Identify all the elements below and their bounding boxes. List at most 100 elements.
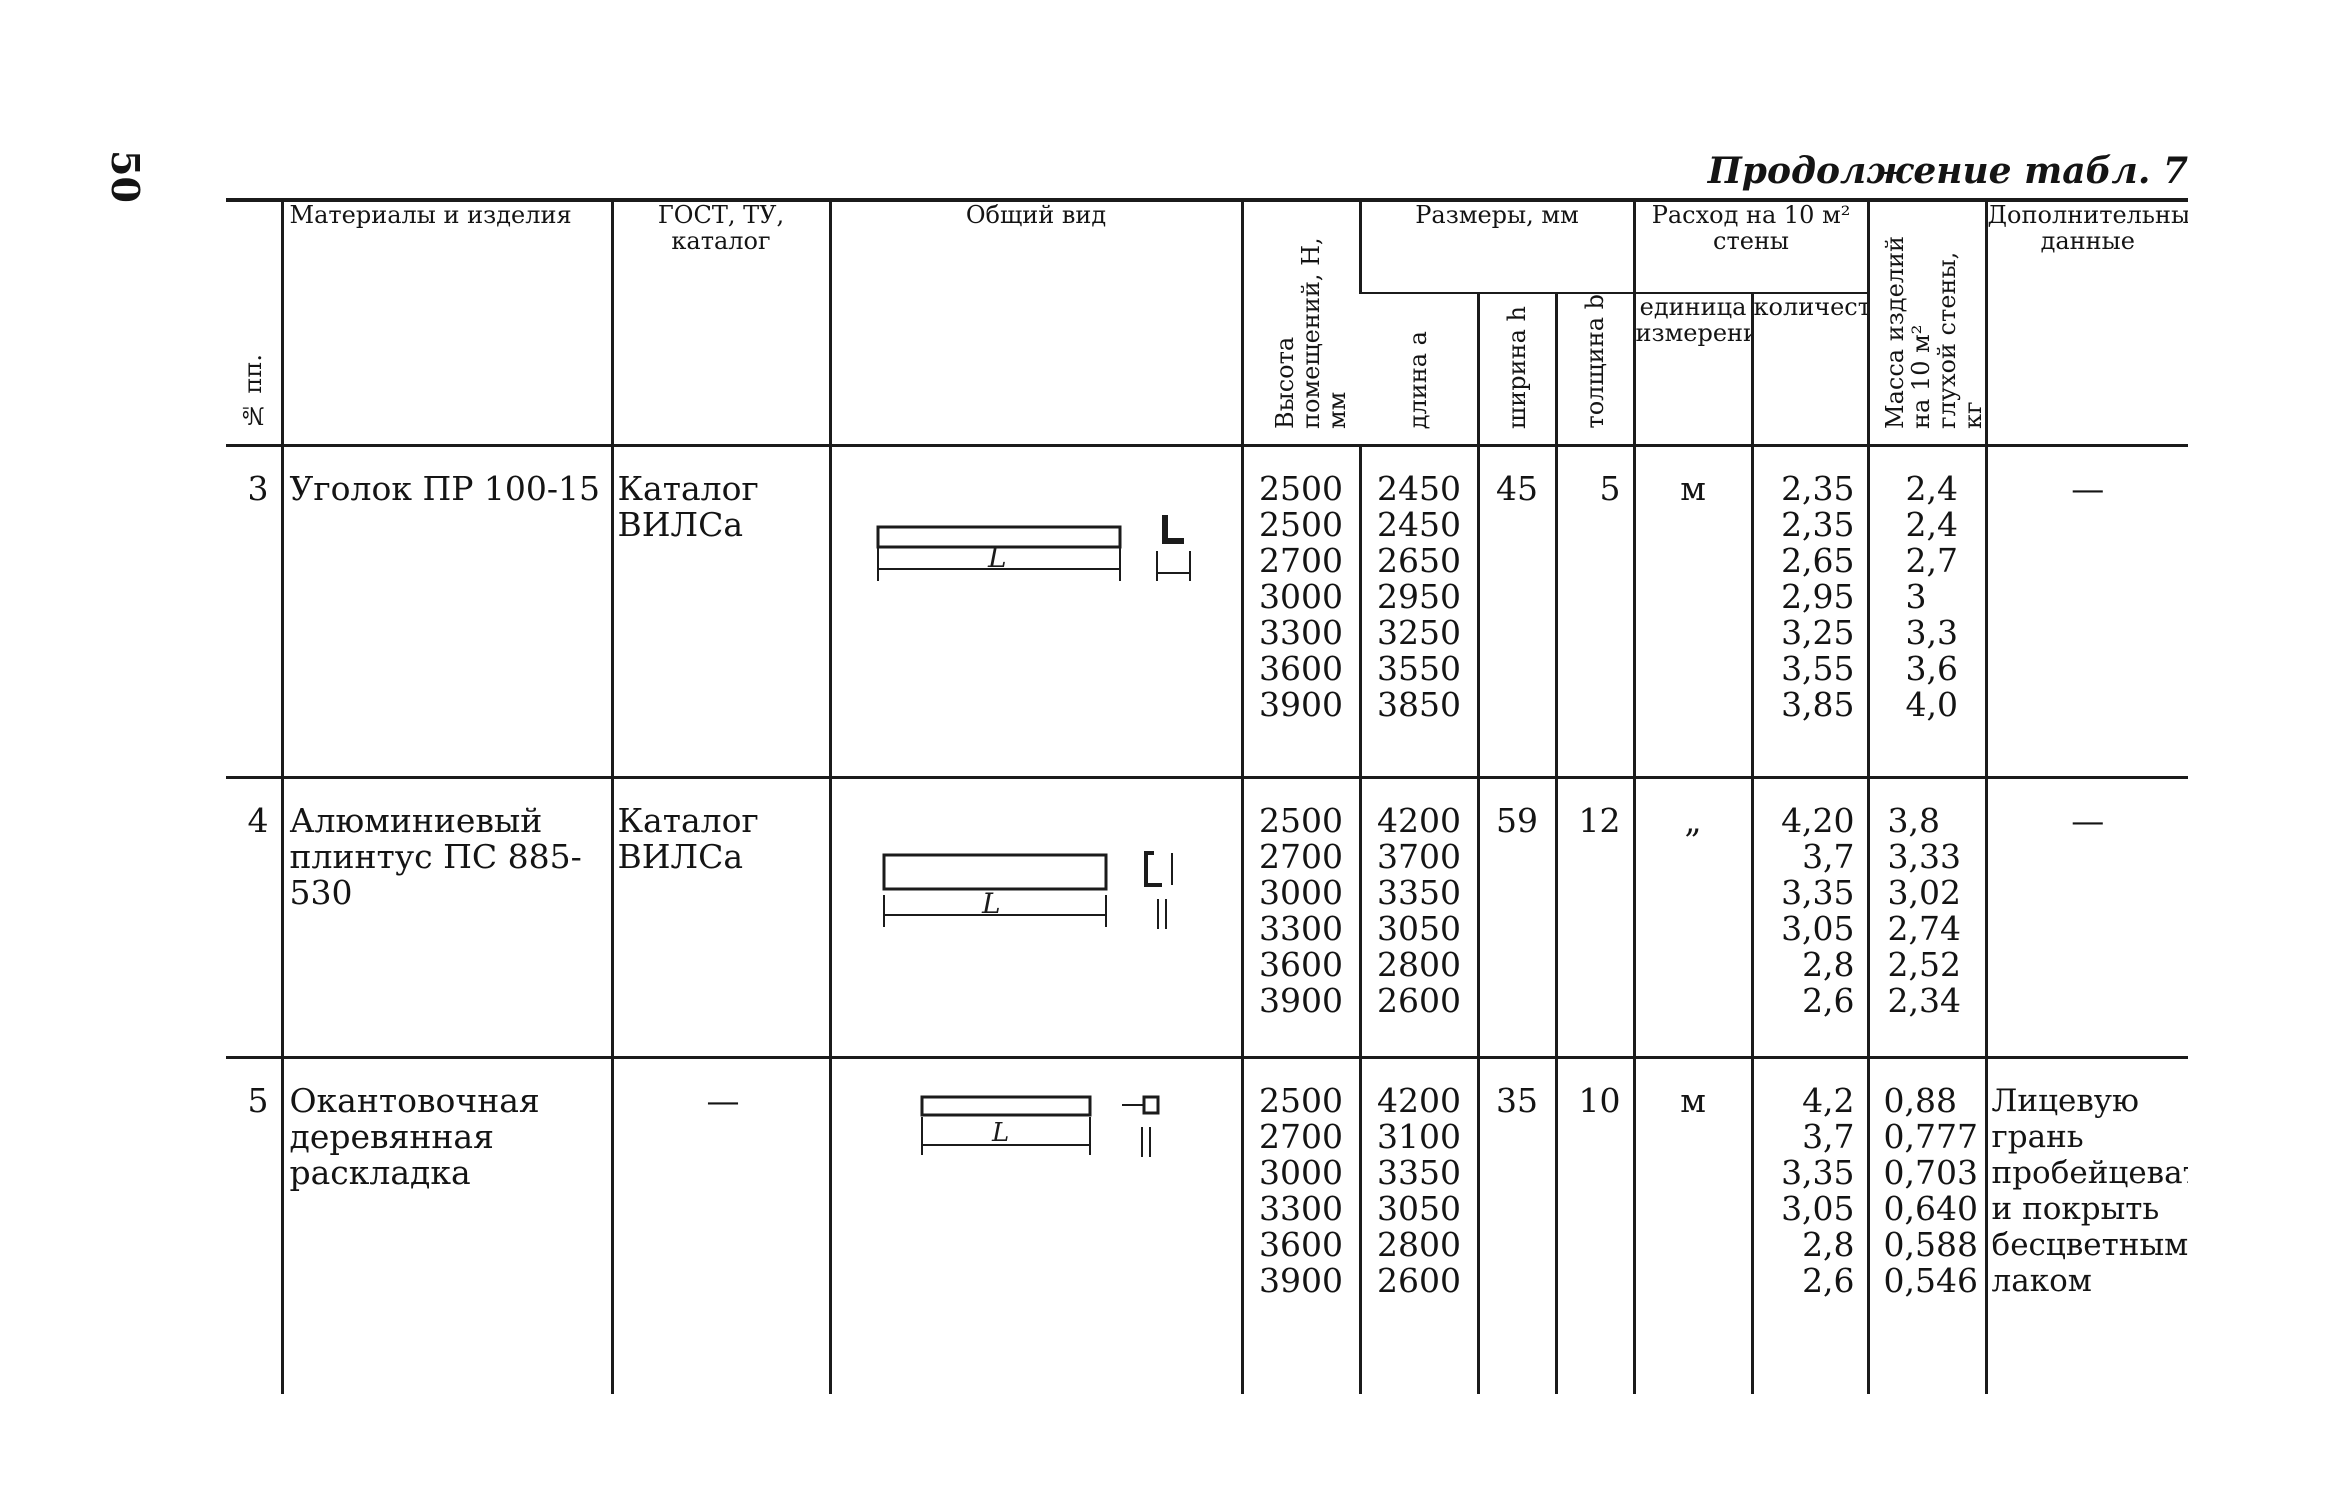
- mass-values: 3,8 3,33 3,02 2,74 2,52 2,34: [1866, 776, 1987, 1058]
- mass-value: 0,640: [1883, 1189, 1979, 1228]
- header-mass-text: Масса изделий на 10 м² глухой стены, кг: [1881, 235, 1987, 429]
- width-value: 35: [1476, 1056, 1556, 1394]
- sketch-length-label: L: [987, 541, 1007, 574]
- height-value: 2500: [1259, 505, 1343, 544]
- mass-value: 0,88: [1883, 1081, 1958, 1120]
- general-view-sketch: L: [828, 1056, 1242, 1394]
- quantity-value: 3,55: [1781, 649, 1855, 688]
- header-no-text: № пп.: [239, 353, 268, 429]
- quantity-value: 3,35: [1781, 1153, 1855, 1192]
- header-no: № пп.: [226, 198, 282, 446]
- quantity-value: 3,85: [1781, 685, 1855, 724]
- skirting-profile-drawing: L: [882, 851, 1173, 929]
- height-value: 2500: [1259, 801, 1343, 840]
- height-value: 2700: [1259, 1117, 1343, 1156]
- height-value: 3000: [1259, 873, 1343, 912]
- quantity-value: 2,35: [1781, 505, 1855, 544]
- quantity-value: 2,65: [1781, 541, 1855, 580]
- header-width-text: ширина h: [1503, 305, 1531, 429]
- unit-value: „: [1632, 776, 1753, 1058]
- length-value: 3350: [1377, 1153, 1461, 1192]
- quantity-value: 2,8: [1802, 945, 1855, 984]
- quantity-value: 2,35: [1781, 469, 1855, 508]
- mass-value: 2,74: [1887, 909, 1962, 948]
- length-value: 3550: [1377, 649, 1461, 688]
- table-caption: Продолжение табл. 7: [1707, 150, 2188, 192]
- materials-table: № пп. Материалы и изделия ГОСТ, ТУ, ката…: [226, 198, 2189, 1394]
- width-value: 59: [1476, 776, 1556, 1058]
- length-value: 4200: [1377, 801, 1461, 840]
- header-height: Высота помещений, H, мм: [1240, 198, 1360, 446]
- quantity-value: 2,95: [1781, 577, 1855, 616]
- unit-value: м: [1632, 1056, 1753, 1394]
- mass-value: 3,8: [1887, 801, 1941, 840]
- mass-value: 2,4: [1905, 505, 1959, 544]
- width-value: 45: [1476, 444, 1556, 778]
- length-value: 2600: [1377, 1261, 1461, 1300]
- height-value: 3000: [1259, 577, 1343, 616]
- gost-reference: Каталог ВИЛСа: [610, 444, 830, 778]
- length-value: 3700: [1377, 837, 1461, 876]
- length-value: 3050: [1377, 1189, 1461, 1228]
- quantity-value: 2,8: [1802, 1225, 1855, 1264]
- mass-values: 2,4 2,4 2,7 3 3,3 3,6 4,0: [1866, 444, 1987, 778]
- quantity-values: 4,20 3,7 3,35 3,05 2,8 2,6: [1750, 776, 1869, 1058]
- mass-value: 3,6: [1905, 649, 1959, 688]
- length-value: 3100: [1377, 1117, 1461, 1156]
- header-sizes-group: Размеры, мм: [1358, 198, 1635, 294]
- header-length: длина a: [1360, 293, 1478, 447]
- table-row: 5 Окантовочная деревянная раскладка — L: [226, 1056, 2189, 1394]
- header-thickness-text: толщина b: [1581, 294, 1610, 429]
- length-value: 2950: [1377, 577, 1461, 616]
- thickness-value: 5: [1554, 444, 1635, 778]
- general-view-sketch: L: [828, 444, 1242, 778]
- mass-value: 0,777: [1883, 1117, 1979, 1156]
- length-value: 2800: [1377, 945, 1461, 984]
- material-name: Окантовочная деревянная раскладка: [280, 1056, 612, 1394]
- mass-value: 3: [1905, 577, 1927, 616]
- header-thickness: толщина b: [1554, 293, 1635, 447]
- material-name: Уголок ПР 100-15: [280, 444, 612, 778]
- height-value: 2700: [1259, 837, 1343, 876]
- length-values: 2450 2450 2650 2950 3250 3550 3850: [1358, 444, 1478, 778]
- header-length-text: длина a: [1404, 330, 1433, 429]
- mass-value: 0,546: [1883, 1261, 1979, 1300]
- length-value: 3050: [1377, 909, 1461, 948]
- header-material: Материалы и изделия: [280, 198, 612, 446]
- length-value: 3250: [1377, 613, 1461, 652]
- quantity-value: 4,2: [1802, 1081, 1855, 1120]
- quantity-value: 3,05: [1781, 1189, 1855, 1228]
- quantity-value: 2,6: [1802, 981, 1855, 1020]
- thickness-value: 12: [1554, 776, 1635, 1058]
- height-values: 2500 2500 2700 3000 3300 3600 3900: [1240, 444, 1360, 778]
- strip-profile-drawing: L: [920, 1095, 1159, 1157]
- mass-value: 2,52: [1887, 945, 1962, 984]
- mass-value: 3,02: [1887, 873, 1962, 912]
- gost-reference: —: [610, 1056, 830, 1394]
- header-height-text: Высота помещений, H, мм: [1271, 237, 1351, 429]
- height-value: 3600: [1259, 649, 1343, 688]
- gost-reference: Каталог ВИЛСа: [610, 776, 830, 1058]
- sketch-length-label: L: [991, 1118, 1009, 1148]
- mass-value: 2,7: [1905, 541, 1959, 580]
- height-value: 3900: [1259, 981, 1343, 1020]
- quantity-value: 3,7: [1802, 837, 1855, 876]
- extra-info: —: [1984, 776, 2189, 1058]
- height-value: 3600: [1259, 1225, 1343, 1264]
- quantity-value: 4,20: [1781, 801, 1855, 840]
- length-values: 4200 3100 3350 3050 2800 2600: [1358, 1056, 1478, 1394]
- header-view: Общий вид: [828, 198, 1242, 446]
- header-unit: единица измерения: [1632, 293, 1753, 447]
- row-number: 4: [226, 776, 282, 1058]
- row-number: 5: [226, 1056, 282, 1394]
- height-value: 3600: [1259, 945, 1343, 984]
- length-value: 2800: [1377, 1225, 1461, 1264]
- mass-value: 0,703: [1883, 1153, 1979, 1192]
- quantity-value: 3,05: [1781, 909, 1855, 948]
- height-values: 2500 2700 3000 3300 3600 3900: [1240, 776, 1360, 1058]
- unit-value: м: [1632, 444, 1753, 778]
- row-number: 3: [226, 444, 282, 778]
- height-value: 3000: [1259, 1153, 1343, 1192]
- length-value: 3350: [1377, 873, 1461, 912]
- header-width: ширина h: [1476, 293, 1556, 447]
